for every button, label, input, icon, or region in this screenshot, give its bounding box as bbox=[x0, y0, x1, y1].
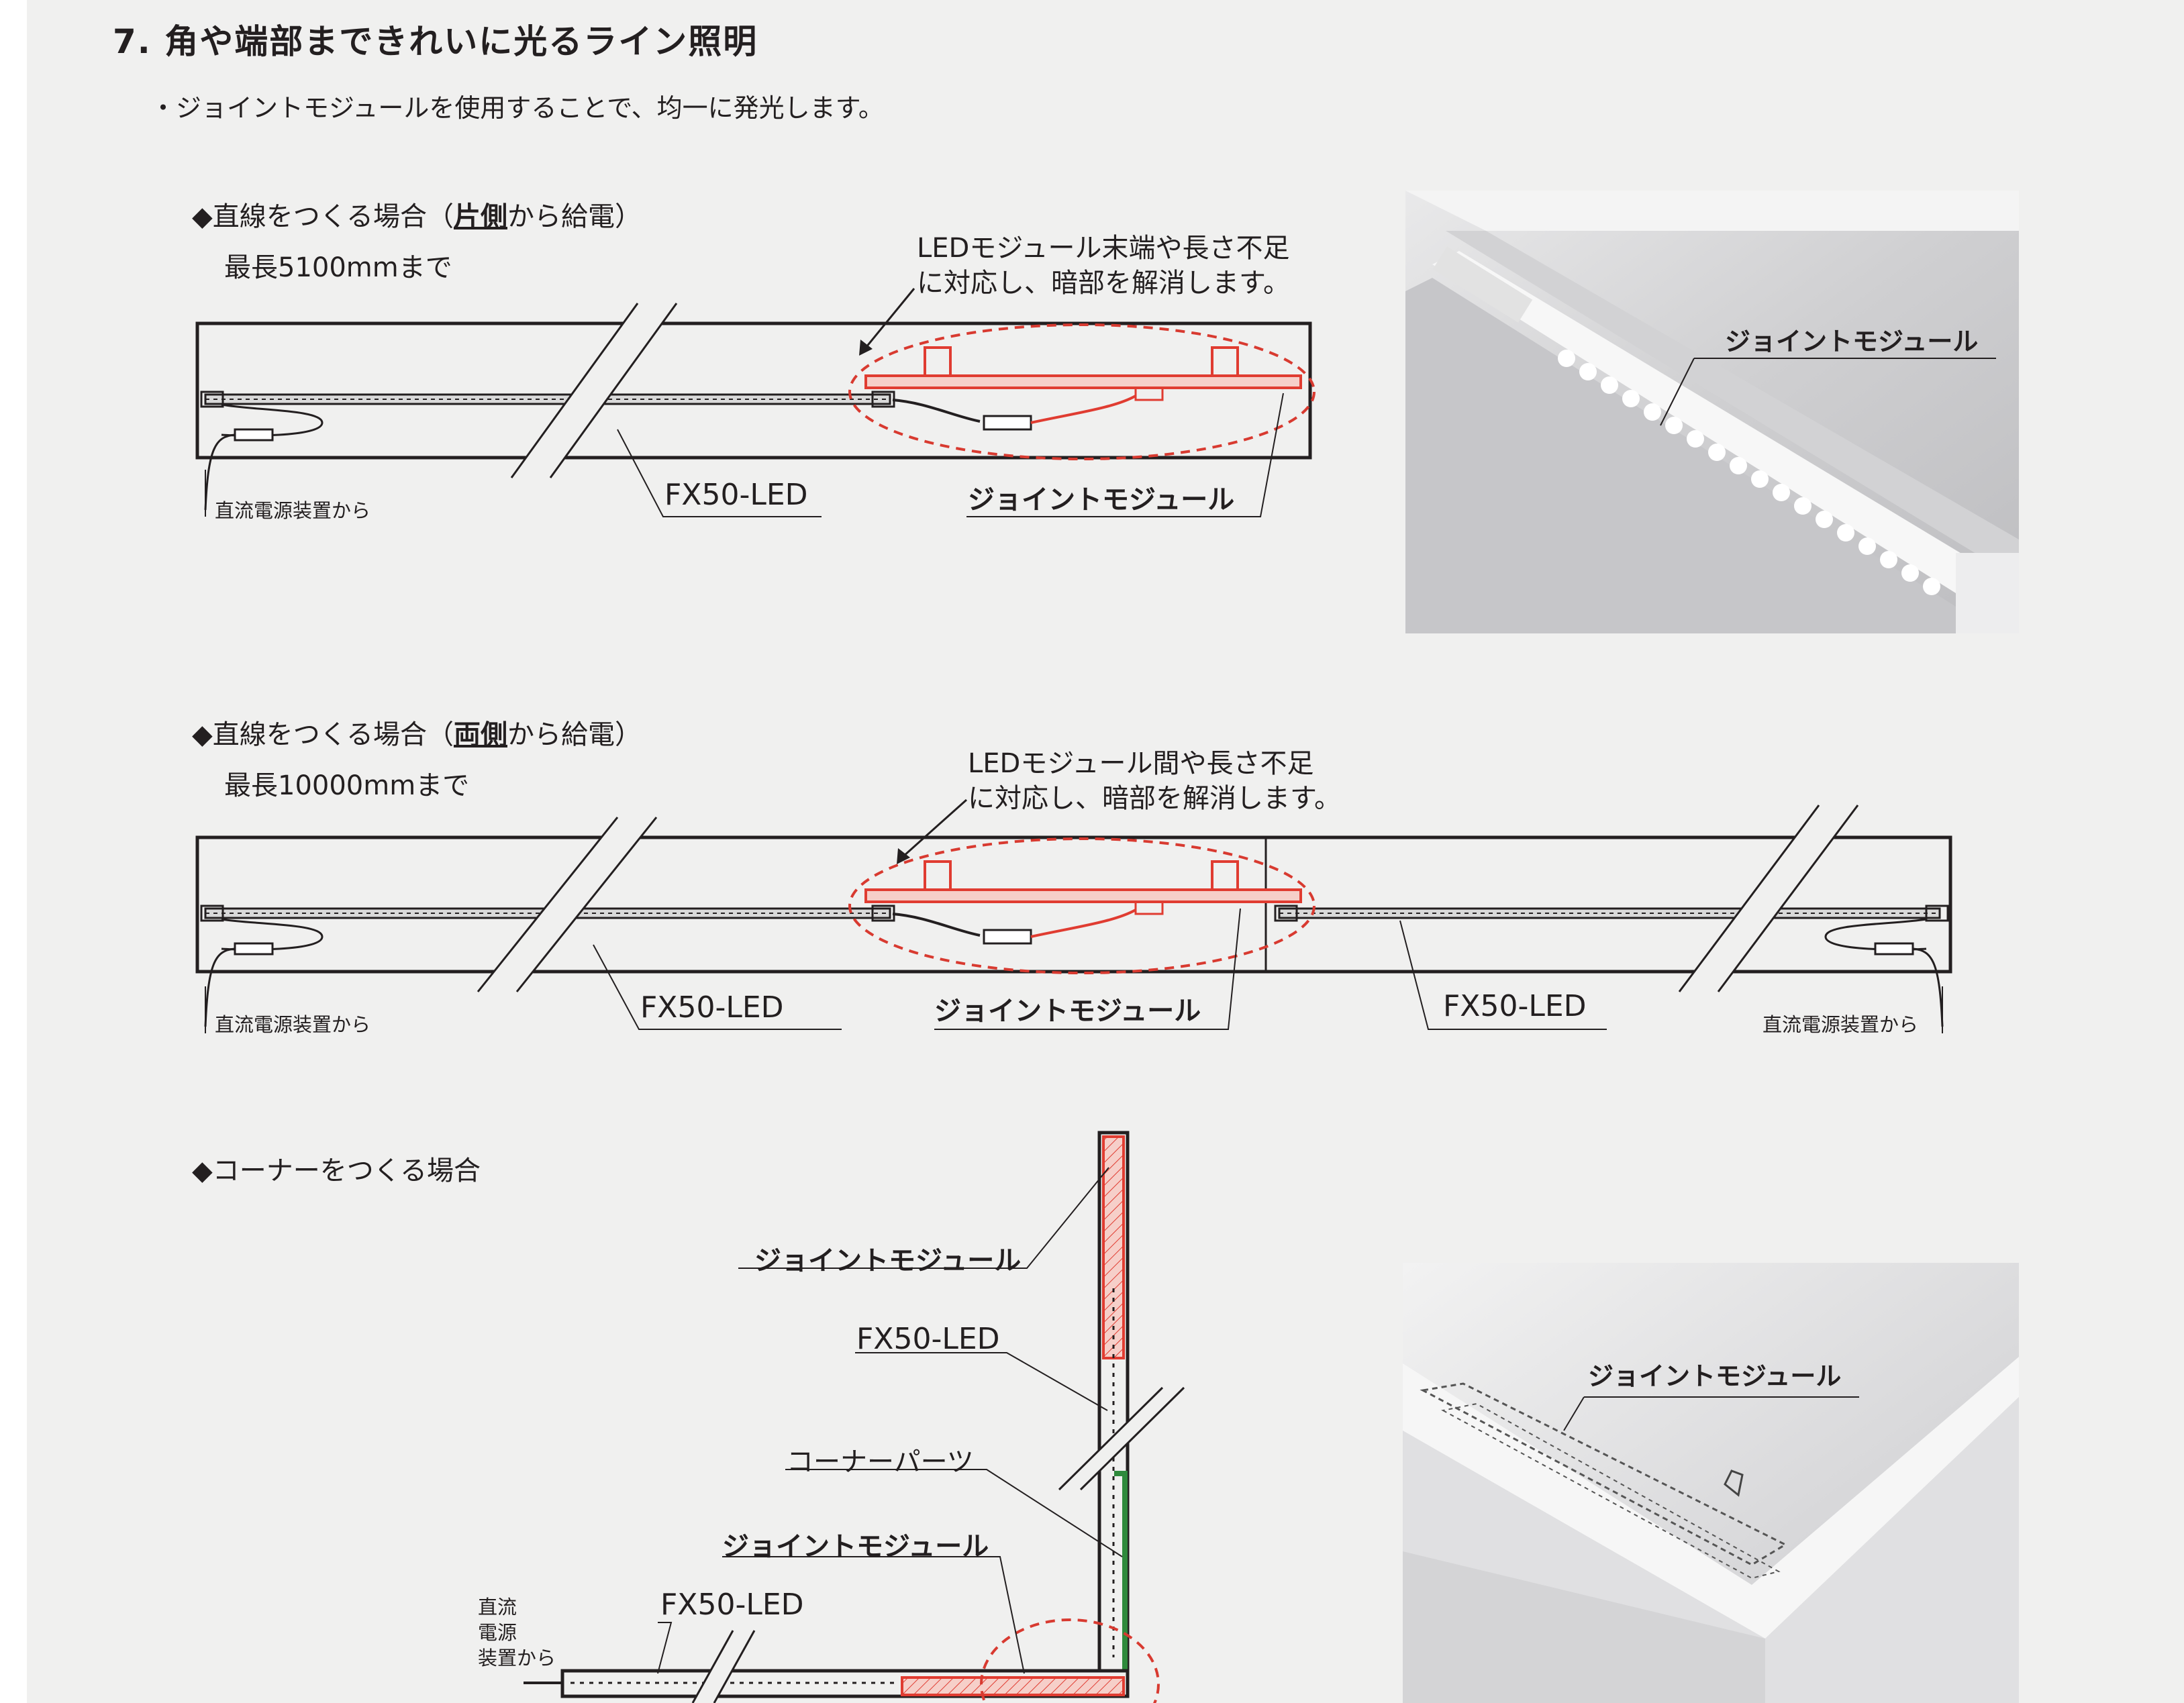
section2-callout-line2: に対応し、暗部を解消します。 bbox=[968, 783, 1341, 814]
page-title: 7. 角や端部まできれいに光るライン照明 bbox=[113, 15, 758, 63]
section-number: 7. bbox=[113, 22, 152, 61]
section2-label-joint-module: ジョイントモジュール bbox=[934, 996, 1201, 1027]
product-photo-corner: ジョイントモジュール bbox=[1403, 1263, 2019, 1703]
section2-highlight-ellipse bbox=[848, 837, 1316, 974]
section1-joint-module bbox=[864, 374, 1302, 389]
section2-heading-bold: 両側 bbox=[453, 719, 507, 750]
section2-heading-post: から給電） bbox=[507, 719, 642, 750]
product-photo-straight: ジョイントモジュール bbox=[1405, 191, 2019, 633]
section3-joint-module-bottom bbox=[901, 1676, 1125, 1696]
section1-label-dc-source: 直流電源装置から bbox=[215, 499, 371, 522]
section3-label-dc-source: 直流 電源 装置から bbox=[478, 1594, 556, 1671]
section3-diagram bbox=[524, 1131, 1185, 1703]
photo1-label-joint-module: ジョイントモジュール bbox=[1725, 327, 1979, 356]
section3-label-corner-parts: コーナーパーツ bbox=[787, 1447, 974, 1478]
section3-label-fx50-horizontal: FX50-LED bbox=[660, 1588, 804, 1622]
section2-heading: ◆直線をつくる場合（両側から給電） bbox=[192, 713, 642, 752]
section3-label-fx50-vertical: FX50-LED bbox=[856, 1322, 1000, 1356]
section1-max-length: 最長5100mmまで bbox=[224, 252, 452, 283]
section1-diagram bbox=[195, 288, 1316, 517]
section3-label-joint-module-top: ジョイントモジュール bbox=[754, 1245, 1022, 1276]
section3-label-dc-line3: 装置から bbox=[478, 1647, 556, 1669]
section1-highlight-ellipse bbox=[848, 323, 1316, 460]
section3-label-dc-line1: 直流 bbox=[478, 1596, 517, 1618]
section2-label-fx50-right: FX50-LED bbox=[1443, 989, 1587, 1023]
section2-label-dc-source-right: 直流電源装置から bbox=[1763, 1013, 1919, 1036]
led-dots bbox=[1558, 350, 1940, 595]
section1-label-joint-module: ジョイントモジュール bbox=[968, 484, 1235, 515]
section1-heading-post: から給電） bbox=[507, 201, 642, 232]
section3-corner-parts bbox=[902, 1471, 1128, 1679]
photo2-label-joint-module: ジョイントモジュール bbox=[1588, 1361, 1842, 1391]
section2-diagram bbox=[195, 798, 1952, 1033]
photo-straight-illustration bbox=[1405, 191, 2019, 633]
section1-break-mark bbox=[511, 303, 677, 478]
section2-callout-line1: LEDモジュール間や長さ不足 bbox=[968, 748, 1314, 779]
section1-heading-bold: 片側 bbox=[453, 201, 507, 232]
section1-label-fx50: FX50-LED bbox=[664, 478, 808, 512]
section1-callout-line1: LEDモジュール末端や長さ不足 bbox=[917, 233, 1290, 264]
section1-housing bbox=[195, 321, 1312, 460]
left-margin-strip bbox=[0, 0, 27, 1703]
section1-callout-line2: に対応し、暗部を解消します。 bbox=[917, 268, 1290, 299]
section1-heading: ◆直線をつくる場合（片側から給電） bbox=[192, 195, 642, 234]
section2-joint-module bbox=[864, 888, 1302, 903]
intro-text: ・ジョイントモジュールを使用することで、均一に発光します。 bbox=[150, 93, 884, 123]
section2-callout: LEDモジュール間や長さ不足 に対応し、暗部を解消します。 bbox=[968, 746, 1341, 816]
section1-heading-pre: ◆直線をつくる場合（ bbox=[192, 201, 454, 232]
section3-heading: ◆コーナーをつくる場合 bbox=[192, 1155, 481, 1186]
photo-corner-illustration bbox=[1403, 1263, 2019, 1703]
section1-callout: LEDモジュール末端や長さ不足 に対応し、暗部を解消します。 bbox=[917, 231, 1290, 301]
section2-label-fx50-left: FX50-LED bbox=[640, 990, 784, 1025]
section3-label-dc-line2: 電源 bbox=[478, 1621, 517, 1644]
section2-heading-pre: ◆直線をつくる場合（ bbox=[192, 719, 454, 750]
section2-max-length: 最長10000mmまで bbox=[224, 770, 470, 801]
section-title: 角や端部まできれいに光るライン照明 bbox=[164, 22, 758, 61]
section2-housing bbox=[195, 835, 1952, 974]
section3-highlight-ellipse bbox=[980, 1618, 1160, 1703]
section2-label-dc-source-left: 直流電源装置から bbox=[215, 1013, 371, 1036]
section3-label-joint-module-bottom: ジョイントモジュール bbox=[722, 1531, 989, 1562]
